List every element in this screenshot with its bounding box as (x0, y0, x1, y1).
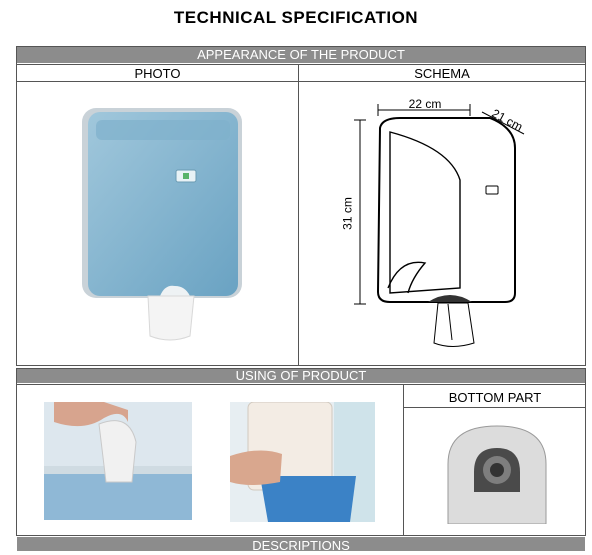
using-photo-1 (44, 402, 192, 520)
photo-label: PHOTO (134, 66, 181, 81)
divider (16, 81, 586, 82)
using-header: USING OF PRODUCT (17, 369, 585, 383)
divider (403, 407, 586, 408)
using-photo-2 (230, 402, 375, 522)
height-dimension: 31 cm (340, 197, 355, 230)
divider (403, 384, 404, 536)
bottom-part-photo (447, 425, 547, 524)
divider (16, 64, 586, 65)
appearance-table (16, 46, 586, 366)
schema-label: SCHEMA (414, 66, 470, 81)
using-table (16, 368, 586, 536)
width-dimension: 22 cm (408, 97, 442, 111)
divider (298, 64, 299, 366)
bottom-part-label: BOTTOM PART (448, 390, 542, 405)
appearance-header: APPEARANCE OF THE PRODUCT (17, 47, 585, 63)
descriptions-header: DESCRIPTIONS (17, 537, 585, 553)
divider (16, 384, 586, 385)
page-title: TECHNICAL SPECIFICATION (173, 8, 419, 27)
product-schema (354, 104, 525, 347)
product-photo (82, 108, 242, 341)
